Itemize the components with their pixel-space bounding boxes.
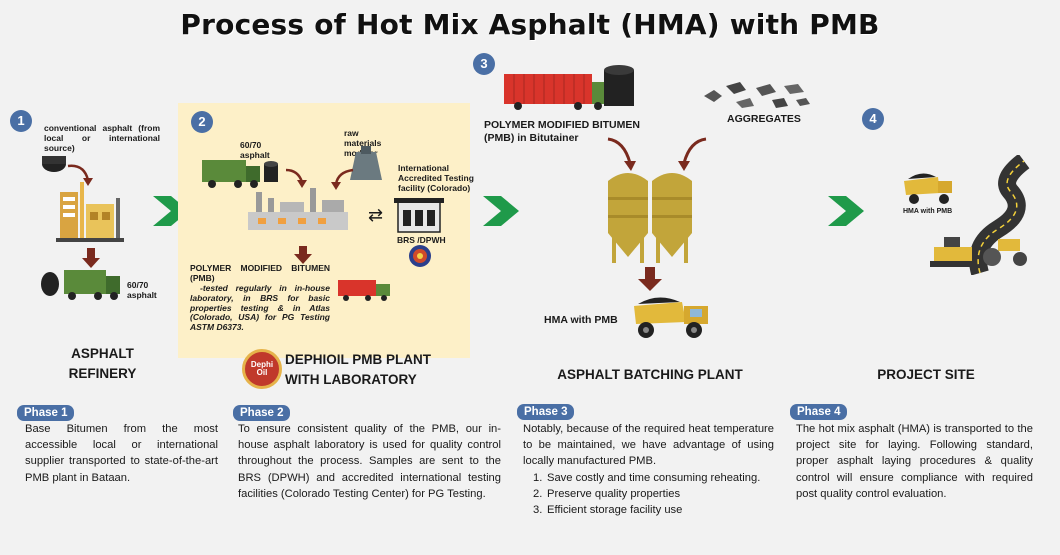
road-roller-icon [983,239,1027,266]
refinery-heading-line2: REFINERY [68,365,137,381]
phase-4-tag: Phase 4 [790,404,848,420]
dephioil-logo-text: Dephi Oil [250,360,274,377]
barrel-icon [264,161,278,182]
refinery-illustration [41,156,124,300]
refinery-source-text: conventional asphalt (from local or inte… [44,123,160,153]
list-item: 2. Preserve quality properties [533,486,774,502]
chevron-right-icon [483,196,519,226]
list-item-text: Save costly and time consuming reheating… [547,471,761,484]
phase-3-text: Notably, because of the required heat te… [523,423,774,468]
phase-4-text: The hot mix asphalt (HMA) is transported… [796,423,1033,500]
aggregates-icon [704,82,810,108]
pmb-bitutainer-label-line2: (PMB) in Bitutainer [484,131,579,144]
dpwh-seal-icon [409,245,431,267]
step-3-badge: 3 [473,53,495,75]
list-item-number: 1. [533,471,543,484]
road-icon [969,155,1030,275]
pmb-plant-heading-line2: WITH LABORATORY [285,371,417,387]
list-item: 1. Save costly and time consuming reheati… [533,470,774,486]
pmb-description: -tested regularly in in-house laboratory… [190,283,330,333]
list-item-number: 3. [533,504,543,517]
pmb-bitutainer-label-line1: POLYMER MODIFIED BITUMEN [484,119,640,131]
batching-hma-label: HMA with PMB [544,314,618,326]
dump-truck-icon [904,173,952,204]
refinery-heading: ASPHALT REFINERY [40,344,165,383]
pmb-plant-illustration [202,146,444,267]
chevron-right-icon [828,196,864,226]
dump-truck-icon [634,297,708,338]
pmb-plant-heading: DEPHIOIL PMB PLANT WITH LABORATORY [285,350,431,389]
project-site-illustration [904,155,1030,275]
phase-1-text: Base Bitumen from the most accessible lo… [25,423,218,484]
pmb-title: POLYMER MODIFIED BITUMEN (PMB) [190,263,330,283]
refinery-heading-line1: ASPHALT [71,346,134,361]
truck-icon [338,280,390,301]
step-2-badge: 2 [191,111,213,133]
testing-facility-label: International Accredited Testing facilit… [398,163,474,193]
barrel-icon [42,156,66,172]
list-item-text: Preserve quality properties [547,487,681,500]
batching-plant-illustration [607,137,707,291]
laboratory-building-icon [394,198,444,233]
list-item-number: 2. [533,487,543,500]
step-1-badge: 1 [10,110,32,132]
tanker-truck-icon [41,270,120,300]
plant-grade-label: 60/70 asphalt [240,140,270,160]
curved-arrow-icon [67,164,90,181]
phase-3-tag: Phase 3 [517,404,575,420]
modifier-bag-icon [350,146,382,180]
project-site-heading: PROJECT SITE [877,367,975,382]
swap-arrows-icon: ⇄ [368,205,384,226]
refinery-icon [56,182,124,242]
phase-3-list: 1. Save costly and time consuming reheati… [533,470,774,519]
bitutainer-truck-icon [504,65,634,110]
page-title: Process of Hot Mix Asphalt (HMA) with PM… [180,8,880,41]
batching-plant-heading: ASPHALT BATCHING PLANT [557,367,743,382]
refinery-grade-label: 60/70 asphalt [127,280,157,300]
pmb-plant-heading-line1: DEPHIOIL PMB PLANT [285,352,432,367]
pmb-bitutainer-label: POLYMER MODIFIED BITUMEN (PMB) in Bituta… [484,119,640,144]
phase-1-tag: Phase 1 [17,405,75,421]
silo-icon [608,173,692,263]
truck-icon [202,160,260,188]
project-hma-label: HMA with PMB [903,208,953,215]
dephioil-logo: Dephi Oil [242,349,282,389]
paver-icon [930,237,976,267]
brs-dpwh-label: BRS /DPWH [397,235,446,245]
list-item: 3. Efficient storage facility use [533,502,774,518]
phase-2-text: To ensure consistent quality of the PMB,… [238,423,501,500]
phase-2-tag: Phase 2 [233,405,291,421]
aggregates-label: AGGREGATES [727,113,801,125]
list-item-text: Efficient storage facility use [547,504,683,517]
step-4-badge: 4 [862,108,884,130]
phase-3-block: Notably, because of the required heat te… [523,421,774,518]
factory-icon [248,188,348,230]
